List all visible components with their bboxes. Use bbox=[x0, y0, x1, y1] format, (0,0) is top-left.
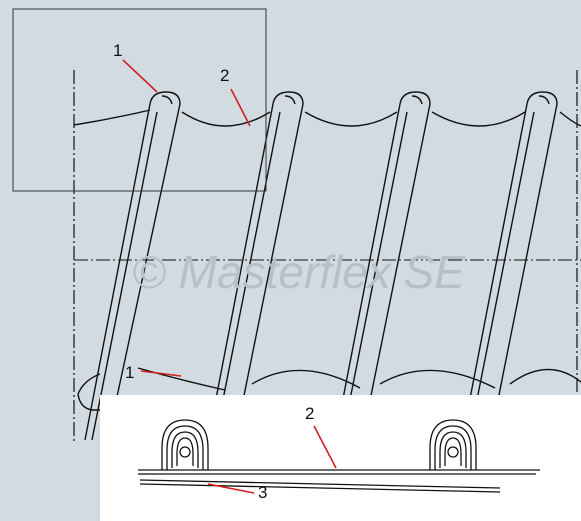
hose-rib-2 bbox=[207, 91, 304, 441]
callout-1-bottom: 1 bbox=[125, 363, 134, 382]
detail-label-2-leader bbox=[313, 425, 337, 469]
hose-bottom-outline bbox=[77, 367, 581, 395]
callout-1-top: 1 bbox=[113, 41, 122, 60]
detail-label-3-leader bbox=[207, 483, 255, 494]
detail-panel bbox=[100, 395, 581, 521]
callout-1-top-leader bbox=[122, 59, 158, 93]
detail-label-2: 2 bbox=[305, 404, 314, 423]
hose-rib-1 bbox=[84, 91, 181, 441]
callout-2-top-leader bbox=[230, 88, 251, 127]
hose-rib-3 bbox=[334, 91, 431, 441]
hose-bottom-lip bbox=[77, 393, 100, 411]
detail-label-3: 3 bbox=[258, 483, 267, 502]
hose-top-outline bbox=[73, 109, 581, 127]
watermark-text: © Masterflex SE bbox=[132, 246, 466, 298]
callout-1-bottom-leader bbox=[140, 370, 182, 377]
callout-2-top: 2 bbox=[220, 66, 229, 85]
cross-section-detail bbox=[138, 419, 540, 493]
hose-rib-4 bbox=[461, 91, 558, 441]
magnify-frame bbox=[12, 8, 267, 192]
